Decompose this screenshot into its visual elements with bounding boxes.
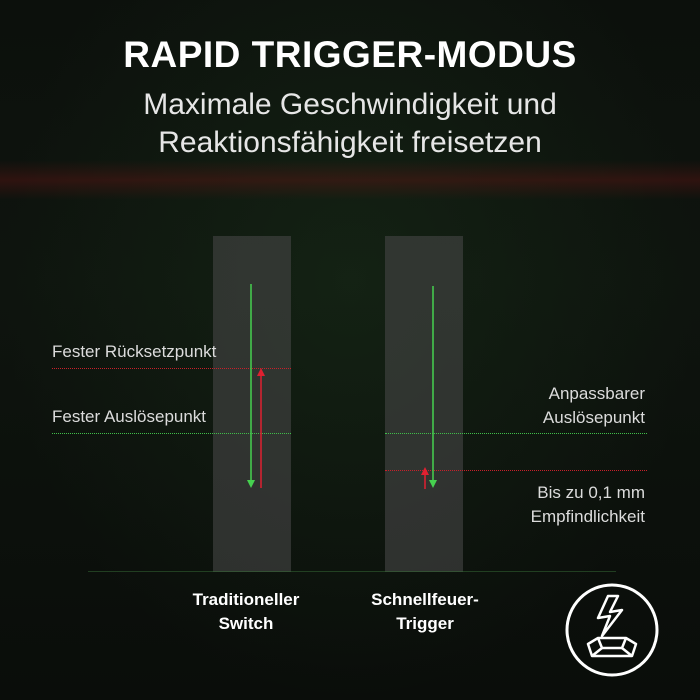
traditional-switch-column: [213, 236, 291, 572]
rapid-caption-line-2: Trigger: [396, 614, 454, 633]
page-subtitle: Maximale Geschwindigkeit und Reaktionsfä…: [0, 86, 700, 162]
fixed-reset-line: [52, 368, 291, 369]
adjustable-actuation-label-line-2: Auslösepunkt: [542, 408, 645, 427]
keycap-lightning-icon: [565, 583, 659, 677]
background-red-glow: [0, 160, 700, 200]
release-arrow-up: [257, 368, 265, 488]
rapid-trigger-caption: Schnellfeuer- Trigger: [345, 588, 505, 636]
subtitle-line-1: Maximale Geschwindigkeit und: [143, 88, 557, 121]
traditional-arrows: [247, 284, 265, 488]
diagram-baseline: [88, 571, 616, 572]
page-title: RAPID TRIGGER-MODUS: [123, 34, 577, 75]
sensitivity-label-line-2: Empfindlichkeit: [530, 507, 645, 526]
traditional-caption-line-2: Switch: [218, 614, 274, 633]
subtitle-line-2: Reaktionsfähigkeit freisetzen: [158, 126, 542, 159]
traditional-switch-caption: Traditioneller Switch: [166, 588, 326, 636]
adjustable-actuation-label-line-1: Anpassbarer: [548, 384, 645, 403]
fixed-reset-label: Fester Rücksetzpunkt: [52, 342, 217, 361]
fixed-actuation-line: [52, 433, 291, 434]
press-arrow-down: [429, 286, 437, 488]
rapid-trigger-column: [385, 236, 463, 572]
press-arrow-down: [247, 284, 255, 488]
sensitivity-line: [385, 470, 647, 471]
adjustable-actuation-label: Anpassbarer Auslösepunkt: [470, 382, 645, 430]
sensitivity-label: Bis zu 0,1 mm Empfindlichkeit: [470, 481, 645, 529]
fixed-actuation-label: Fester Auslösepunkt: [52, 407, 207, 426]
sensitivity-label-line-1: Bis zu 0,1 mm: [537, 483, 645, 502]
traditional-caption-line-1: Traditioneller: [192, 590, 300, 609]
adjustable-actuation-line: [385, 433, 647, 434]
rapid-trigger-arrows: [421, 286, 437, 489]
release-arrow-up: [421, 467, 429, 489]
rapid-caption-line-1: Schnellfeuer-: [371, 590, 479, 609]
